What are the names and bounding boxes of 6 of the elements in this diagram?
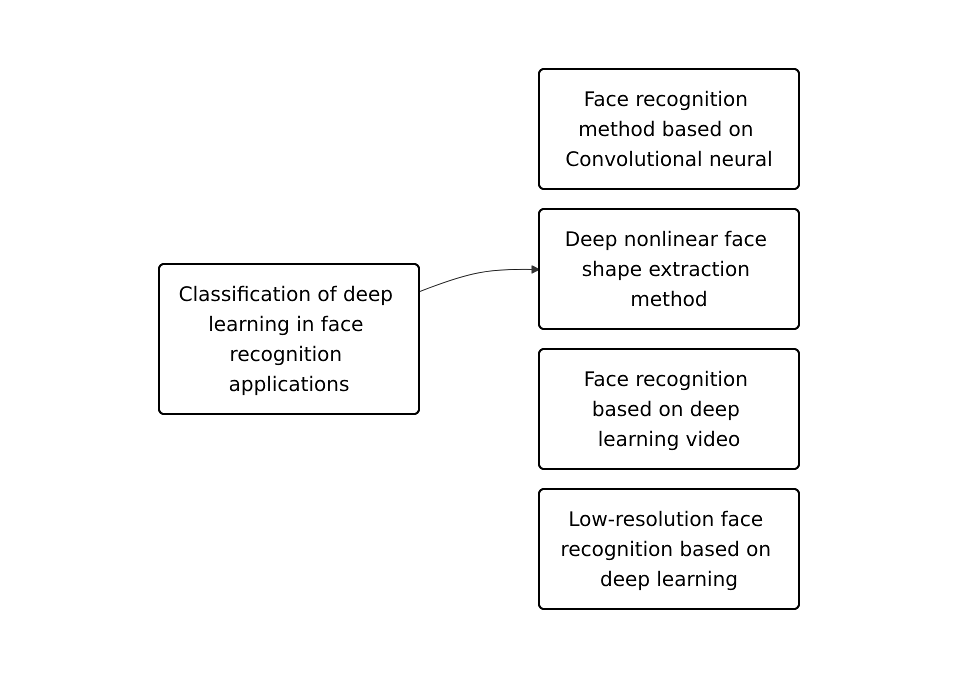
node-text: Face recognition method based on Convolutional neural [564, 87, 772, 171]
node-text: Deep nonlinear face shape extraction method [564, 227, 766, 311]
arrow [418, 265, 540, 292]
node-text: Classification of deep learning in face recognition applications [178, 282, 392, 396]
node-text: Low-resolution face recognition based on deep learning [560, 507, 771, 591]
node-text: Face recognition based on deep learning video [583, 367, 748, 451]
